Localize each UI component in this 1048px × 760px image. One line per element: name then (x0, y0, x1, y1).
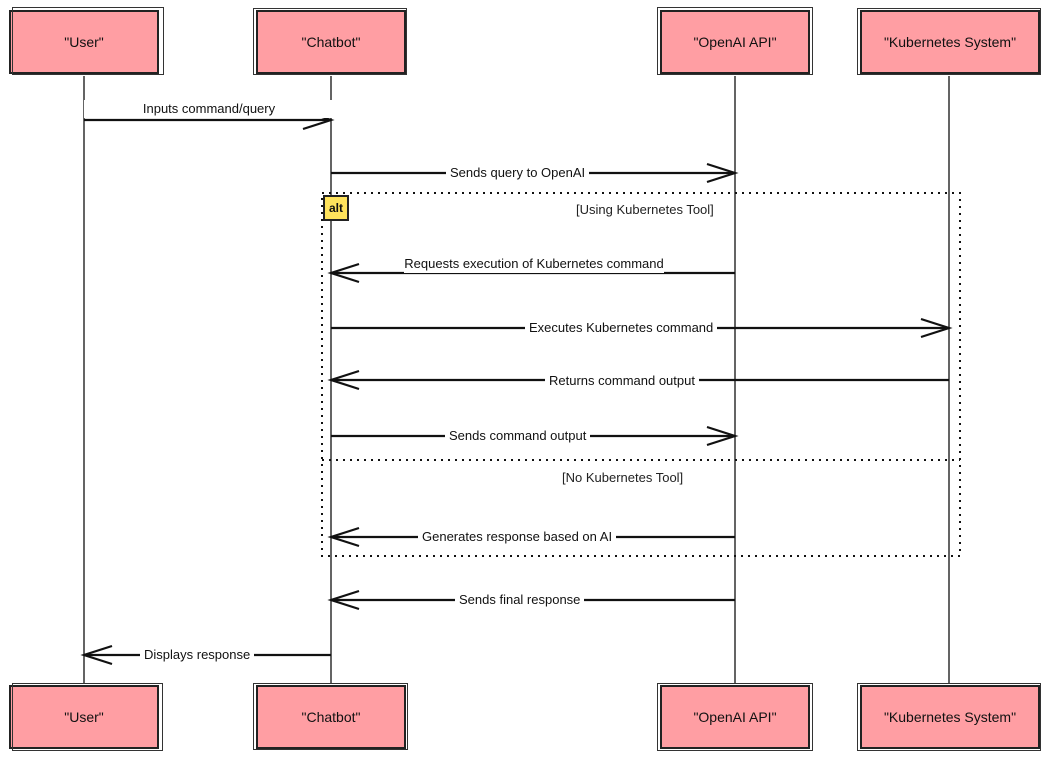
participant-label: "Kubernetes System" (883, 709, 1017, 725)
participant-chatbot-top: "Chatbot" (256, 10, 406, 74)
message-label-8: Sends final response (455, 591, 585, 609)
participant-label: "Chatbot" (301, 34, 361, 50)
participant-label: "OpenAI API" (693, 34, 777, 50)
message-label-2: Sends query to OpenAI (446, 164, 590, 182)
message-label-1: Inputs command/query (84, 100, 334, 118)
participant-k8s-top: "Kubernetes System" (860, 10, 1040, 74)
alt-guard-no-tool: [No Kubernetes Tool] (562, 470, 684, 485)
message-label-3: Requests execution of Kubernetes command (404, 255, 664, 273)
participant-chatbot-bottom: "Chatbot" (256, 685, 406, 749)
message-label-6: Sends command output (445, 427, 591, 445)
alt-fragment-frame (321, 192, 961, 557)
participant-k8s-bottom: "Kubernetes System" (860, 685, 1040, 749)
alt-guard-using-tool: [Using Kubernetes Tool] (576, 202, 714, 217)
participant-label: "User" (64, 34, 104, 50)
participant-user-top: "User" (9, 10, 159, 74)
participant-label: "OpenAI API" (693, 709, 777, 725)
alt-tag: alt (323, 195, 349, 221)
participant-label: "User" (64, 709, 104, 725)
message-label-5: Returns command output (545, 372, 699, 390)
message-label-9: Displays response (140, 646, 255, 664)
participant-label: "Chatbot" (301, 709, 361, 725)
message-label-7: Generates response based on AI (418, 528, 617, 546)
participant-openai-top: "OpenAI API" (660, 10, 810, 74)
participant-openai-bottom: "OpenAI API" (660, 685, 810, 749)
participant-user-bottom: "User" (9, 685, 159, 749)
message-arrow-3 (327, 262, 735, 284)
message-label-4: Executes Kubernetes command (525, 319, 718, 337)
participant-label: "Kubernetes System" (883, 34, 1017, 50)
